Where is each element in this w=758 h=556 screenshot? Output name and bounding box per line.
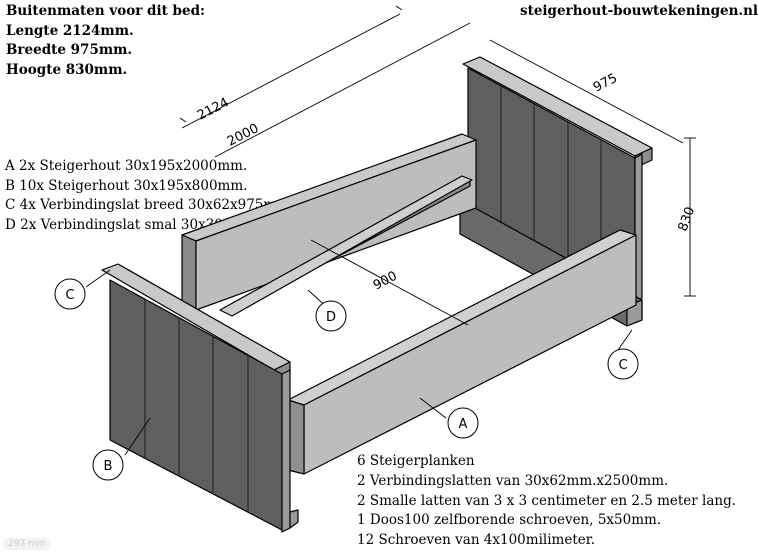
callout-c-left <box>54 278 86 310</box>
part-a: A 2x Steigerhout 30x195x2000mm. <box>5 158 248 174</box>
header-length: Lengte 2124mm. <box>6 23 134 39</box>
callout-b-label: B <box>104 459 113 474</box>
material-2: 2 Verbindingslatten van 30x62mm.x2500mm. <box>357 473 669 489</box>
callout-d <box>315 300 347 332</box>
callout-c-left-label: C <box>65 288 74 303</box>
header-width: Breedte 975mm. <box>6 42 133 58</box>
site-url: steigerhout-bouwtekeningen.nl <box>520 3 758 19</box>
dim-900: 900 <box>371 269 400 294</box>
corner-badge: 297 mm <box>4 538 50 550</box>
part-c: C 4x Verbindingslat breed 30x62x975mm. <box>5 197 294 213</box>
callout-b <box>92 449 124 481</box>
material-5: 12 Schroeven van 4x100milimeter. <box>357 532 595 548</box>
near-side-rail <box>287 229 637 475</box>
header-title: Buitenmaten voor dit bed: <box>6 3 205 19</box>
callout-a <box>447 407 479 439</box>
far-side-rail <box>181 133 477 317</box>
callout-d-label: D <box>326 310 336 325</box>
part-b: B 10x Steigerhout 30x195x800mm. <box>5 178 248 194</box>
dim-830: 830 <box>676 205 699 233</box>
dim-2000: 2000 <box>225 121 261 149</box>
material-1: 6 Steigerplanken <box>357 453 475 469</box>
callout-c-right <box>607 348 639 380</box>
dim-975: 975 <box>591 71 620 96</box>
foot-panel <box>101 263 299 533</box>
material-3: 2 Smalle latten van 3 x 3 centimeter en … <box>357 493 737 509</box>
callout-a-label: A <box>459 417 468 432</box>
dim-2124: 2124 <box>195 95 231 123</box>
material-4: 1 Doos100 zelfborende schroeven, 5x50mm. <box>357 512 662 528</box>
header-height: Hoogte 830mm. <box>6 62 128 78</box>
callout-c-right-label: C <box>618 358 627 373</box>
